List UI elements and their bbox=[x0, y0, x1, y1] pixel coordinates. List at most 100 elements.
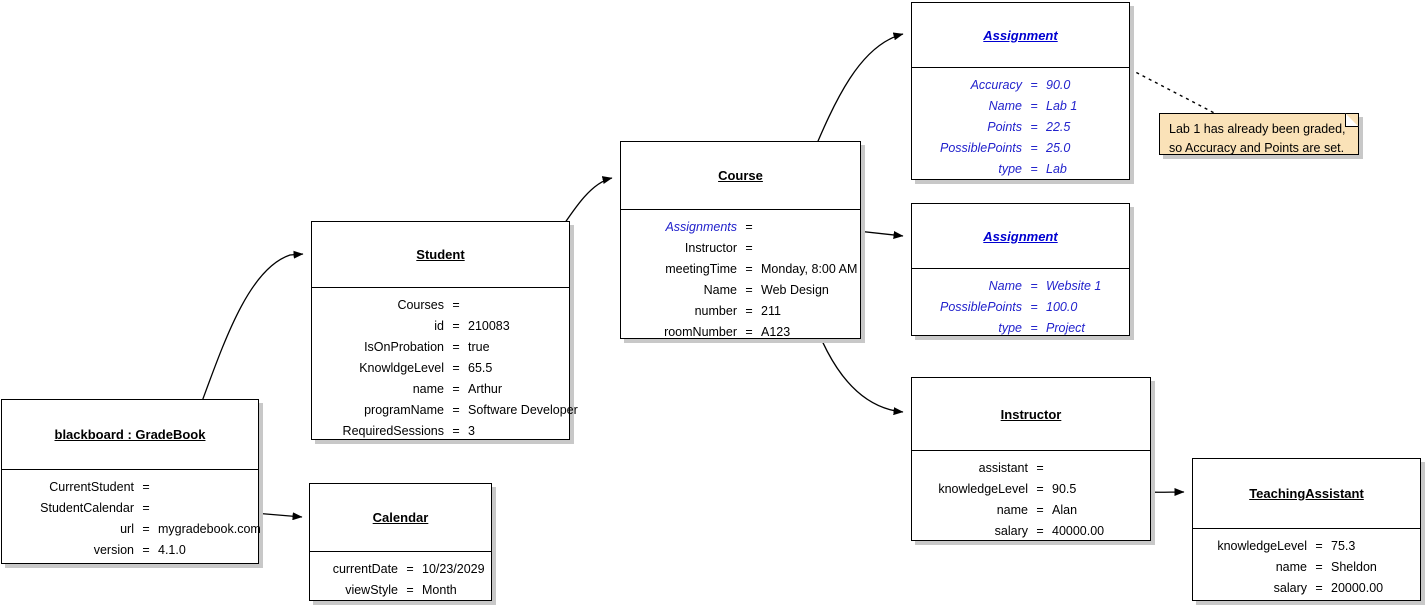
attribute-equals: = bbox=[452, 403, 460, 417]
object-title-cell-course: Course bbox=[621, 142, 860, 210]
object-title-student: Student bbox=[416, 247, 465, 262]
attribute-value: 3 bbox=[468, 424, 475, 438]
attribute-equals: = bbox=[142, 522, 150, 536]
object-title-instructor: Instructor bbox=[1000, 406, 1062, 422]
attribute-row: salary = 40000.00 bbox=[922, 521, 1140, 542]
object-title-assignment-project: Assignment bbox=[983, 228, 1058, 244]
attribute-row: PossiblePoints = 100.0 bbox=[922, 297, 1119, 318]
object-box-calendar[interactable]: Calendar currentDate = 10/23/2029 viewSt… bbox=[309, 483, 492, 601]
attribute-value: Month bbox=[422, 583, 457, 597]
attribute-row: programName = Software Developer bbox=[322, 400, 578, 421]
attribute-name: KnowldgeLevel bbox=[359, 361, 444, 375]
attribute-value: 210083 bbox=[468, 319, 510, 333]
attribute-equals: = bbox=[452, 340, 460, 354]
attribute-equals: = bbox=[745, 283, 753, 297]
attribute-name: Name bbox=[988, 279, 1022, 293]
attribute-equals: = bbox=[1315, 581, 1323, 595]
attribute-value: 20000.00 bbox=[1331, 581, 1384, 595]
attribute-name: StudentCalendar bbox=[40, 501, 134, 515]
attribute-equals: = bbox=[452, 319, 460, 333]
note-box[interactable]: Lab 1 has already been graded, so Accura… bbox=[1159, 113, 1359, 155]
attribute-row: Name = Lab 1 bbox=[922, 96, 1119, 117]
object-title-cell-gradebook: blackboard : GradeBook bbox=[2, 400, 258, 470]
attribute-name: Accuracy bbox=[970, 78, 1022, 92]
attribute-row: viewStyle = Month bbox=[320, 580, 481, 601]
attribute-row: salary = 20000.00 bbox=[1203, 578, 1410, 599]
attribute-row: roomNumber = A123 bbox=[631, 322, 850, 343]
attribute-equals: = bbox=[406, 562, 414, 576]
object-attributes-calendar: currentDate = 10/23/2029 viewStyle = Mon… bbox=[310, 552, 491, 609]
attribute-row: id = 210083 bbox=[322, 316, 559, 337]
object-attributes-course: Assignments = Instructor = meetingTime =… bbox=[621, 210, 860, 351]
object-title-calendar: Calendar bbox=[372, 510, 429, 525]
attribute-value: Alan bbox=[1052, 503, 1078, 517]
attribute-name: salary bbox=[1273, 581, 1307, 595]
attribute-equals: = bbox=[745, 325, 753, 339]
attribute-name: name bbox=[996, 503, 1028, 517]
attribute-value: Website 1 bbox=[1046, 279, 1102, 293]
object-title-assignment-lab: Assignment bbox=[983, 27, 1058, 43]
object-box-assignment-lab[interactable]: Assignment Accuracy = 90.0 Name = Lab 1 … bbox=[911, 2, 1130, 180]
attribute-value: 100.0 bbox=[1046, 300, 1078, 314]
attribute-name: Points bbox=[987, 120, 1022, 134]
attribute-row: type = Lab bbox=[922, 159, 1119, 180]
object-box-teaching-assistant[interactable]: TeachingAssistant knowledgeLevel = 75.3 … bbox=[1192, 458, 1421, 601]
attribute-row: name = Sheldon bbox=[1203, 557, 1410, 578]
object-box-gradebook[interactable]: blackboard : GradeBook CurrentStudent = … bbox=[1, 399, 261, 564]
attribute-name: knowledgeLevel bbox=[1217, 539, 1307, 553]
attribute-value: Arthur bbox=[468, 382, 503, 396]
attribute-value: 40000.00 bbox=[1052, 524, 1105, 538]
attribute-name: RequiredSessions bbox=[342, 424, 444, 438]
attribute-row: name = Alan bbox=[922, 500, 1140, 521]
attribute-row: StudentCalendar = bbox=[12, 498, 248, 519]
attribute-row: knowledgeLevel = 90.5 bbox=[922, 479, 1140, 500]
object-title-cell-assignment-lab: Assignment bbox=[912, 3, 1129, 68]
attribute-name: name bbox=[412, 382, 444, 396]
object-box-instructor[interactable]: Instructor assistant = knowledgeLevel = … bbox=[911, 377, 1151, 541]
attribute-name: Name bbox=[988, 99, 1022, 113]
attribute-name: type bbox=[998, 321, 1022, 335]
attribute-name: Name bbox=[703, 283, 737, 297]
object-title-teaching-assistant: TeachingAssistant bbox=[1249, 486, 1364, 501]
object-box-assignment-project[interactable]: Assignment Name = Website 1 PossiblePoin… bbox=[911, 203, 1130, 336]
object-box-student[interactable]: Student Courses = id = 210083 IsOnProbat… bbox=[311, 221, 578, 440]
attribute-name: id bbox=[434, 319, 444, 333]
attribute-row: IsOnProbation = true bbox=[322, 337, 559, 358]
attribute-name: name bbox=[1275, 560, 1307, 574]
object-attributes-student: Courses = id = 210083 IsOnProbation = tr… bbox=[312, 288, 578, 450]
attribute-row: name = Arthur bbox=[322, 379, 559, 400]
object-title-gradebook: blackboard : GradeBook bbox=[54, 427, 206, 442]
attribute-row: Courses = bbox=[322, 295, 559, 316]
attribute-name: Courses bbox=[397, 298, 444, 312]
attribute-name: PossiblePoints bbox=[940, 300, 1022, 314]
attribute-name: assistant bbox=[978, 461, 1028, 475]
object-title-cell-teaching-assistant: TeachingAssistant bbox=[1193, 459, 1420, 529]
attribute-equals: = bbox=[1030, 300, 1038, 314]
attribute-name: roomNumber bbox=[664, 325, 737, 339]
attribute-row: Assignments = bbox=[631, 217, 850, 238]
attribute-equals: = bbox=[452, 424, 460, 438]
attribute-row: PossiblePoints = 25.0 bbox=[922, 138, 1119, 159]
attribute-name: Assignments bbox=[665, 220, 737, 234]
attribute-row: version = 4.1.0 bbox=[12, 540, 248, 561]
object-attributes-assignment-lab: Accuracy = 90.0 Name = Lab 1 Points = 22… bbox=[912, 68, 1129, 188]
object-attributes-gradebook: CurrentStudent = StudentCalendar = url =… bbox=[2, 470, 261, 569]
object-box-course[interactable]: Course Assignments = Instructor = meetin… bbox=[620, 141, 861, 339]
attribute-name: IsOnProbation bbox=[364, 340, 444, 354]
attribute-name: type bbox=[998, 162, 1022, 176]
attribute-row: Name = Web Design bbox=[631, 280, 850, 301]
attribute-equals: = bbox=[1030, 120, 1038, 134]
attribute-value: 65.5 bbox=[468, 361, 493, 375]
attribute-equals: = bbox=[745, 304, 753, 318]
attribute-value: Software Developer bbox=[468, 403, 578, 417]
attribute-value: A123 bbox=[761, 325, 791, 339]
attribute-row: Name = Website 1 bbox=[922, 276, 1119, 297]
attribute-equals: = bbox=[1315, 539, 1323, 553]
attribute-equals: = bbox=[452, 361, 460, 375]
attribute-equals: = bbox=[745, 262, 753, 276]
attribute-equals: = bbox=[1030, 279, 1038, 293]
object-title-cell-assignment-project: Assignment bbox=[912, 204, 1129, 269]
attribute-name: version bbox=[93, 543, 134, 557]
attribute-equals: = bbox=[1036, 482, 1044, 496]
attribute-row: currentDate = 10/23/2029 bbox=[320, 559, 485, 580]
